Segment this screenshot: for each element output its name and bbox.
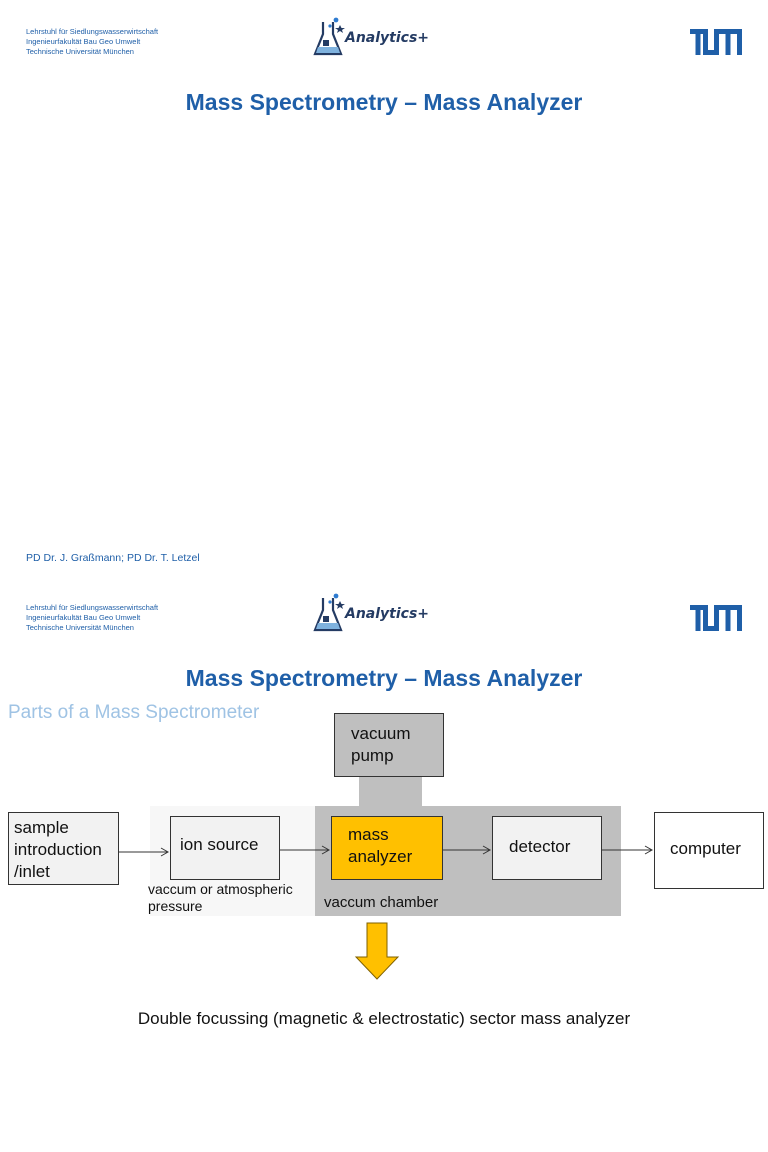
mass-analyzer-box: mass analyzer [331, 816, 443, 880]
logo-text: Analytics+ [345, 606, 430, 622]
sample-inlet-label-line: /inlet [14, 862, 50, 881]
analytics-logo: Analytics+ [312, 16, 442, 60]
vacuum-pump-box: vacuum pump [334, 713, 444, 777]
detector-label: detector [509, 837, 571, 856]
page-title: Mass Spectrometry – Mass Analyzer [185, 89, 583, 115]
computer-box: computer [654, 812, 764, 889]
affiliation-line: Ingenieurfakultät Bau Geo Umwelt [26, 613, 141, 622]
ion-source-note-line: pressure [148, 898, 203, 914]
affiliation-block: Lehrstuhl für Siedlungswasserwirtschaft … [26, 27, 158, 57]
slide-1: Lehrstuhl für Siedlungswasserwirtschaft … [26, 16, 742, 564]
section-subtitle: Parts of a Mass Spectrometer [8, 702, 260, 723]
affiliation-line: Ingenieurfakultät Bau Geo Umwelt [26, 37, 141, 46]
logo-text: Analytics+ [345, 30, 430, 46]
sample-inlet-label-line: sample [14, 818, 69, 837]
affiliation-line: Lehrstuhl für Siedlungswasserwirtschaft [26, 603, 159, 612]
affiliation-line: Technische Universität München [26, 47, 134, 56]
page-title: Mass Spectrometry – Mass Analyzer [185, 665, 583, 691]
mass-analyzer-label-line: mass [348, 825, 389, 844]
analytics-logo: Analytics+ [312, 592, 442, 636]
flask-icon [313, 593, 345, 632]
slide-2: Lehrstuhl für Siedlungswasserwirtschaft … [0, 576, 768, 1152]
ion-source-note: vaccum or atmospheric pressure [148, 881, 293, 915]
ion-source-note-line: vaccum or atmospheric [148, 881, 293, 897]
sample-inlet-box: sample introduction /inlet [8, 812, 119, 885]
tum-logo [690, 605, 742, 631]
pump-connector [359, 776, 422, 807]
vacuum-pump-label-line: pump [351, 746, 394, 765]
vacuum-pump-label-line: vacuum [351, 724, 411, 743]
arrow-head [644, 845, 654, 855]
affiliation-line: Technische Universität München [26, 623, 134, 632]
bottom-caption: Double focussing (magnetic & electrostat… [137, 1009, 631, 1028]
computer-label: computer [670, 839, 741, 858]
tum-logo [690, 29, 742, 55]
detector-box: detector [492, 816, 602, 880]
flask-icon [313, 17, 345, 56]
sample-inlet-label-line: introduction [14, 840, 102, 859]
ion-source-box: ion source [170, 816, 280, 880]
ion-source-label: ion source [180, 835, 259, 854]
affiliation-block: Lehrstuhl für Siedlungswasserwirtschaft … [26, 603, 158, 633]
mass-analyzer-label-line: analyzer [348, 847, 413, 866]
affiliation-line: Lehrstuhl für Siedlungswasserwirtschaft [26, 27, 159, 36]
down-arrow-icon [354, 922, 400, 980]
footer-authors: PD Dr. J. Graßmann; PD Dr. T. Letzel [26, 552, 200, 564]
vacuum-chamber-label: vaccum chamber [324, 894, 439, 911]
